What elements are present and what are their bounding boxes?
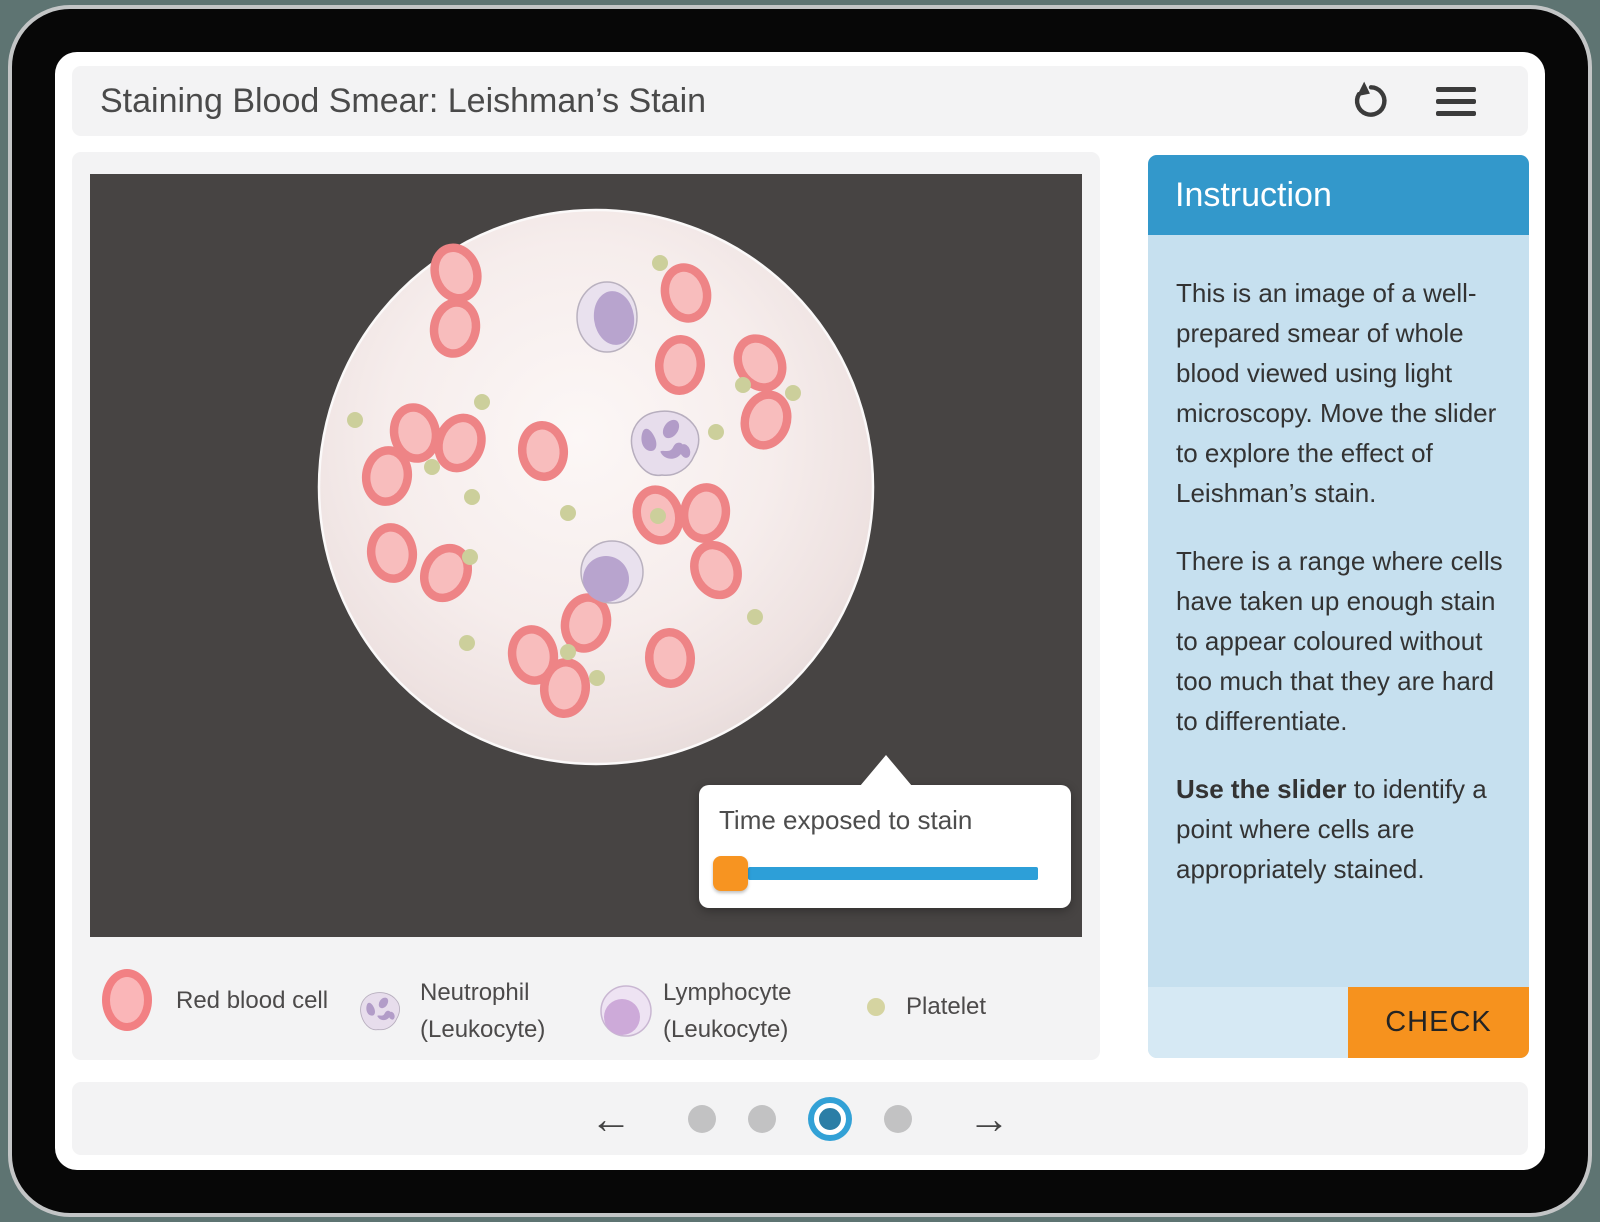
instruction-paragraph: There is a range where cells have taken … (1176, 546, 1503, 736)
instruction-footer: CHECK (1148, 987, 1529, 1058)
app-screen: Staining Blood Smear: Leishman’s Stain (55, 52, 1545, 1170)
lymphocyte (580, 540, 644, 604)
legend-item-lymphocyte: Lymphocyte (Leukocyte) (599, 974, 792, 1048)
microscope-dark-field (90, 174, 1082, 937)
instruction-header: Instruction (1148, 155, 1529, 235)
instruction-body: This is an image of a well-prepared smea… (1148, 235, 1529, 987)
legend-item-neutrophil: Neutrophil (Leukocyte) (354, 974, 545, 1048)
legend-label: Neutrophil (Leukocyte) (420, 979, 546, 1043)
tooltip-pointer (860, 755, 912, 786)
pagination-bar: ← → (72, 1082, 1528, 1155)
microscope-panel: Time exposed to stain Red blood cell Neu… (72, 152, 1100, 1060)
lymphocyte-icon (600, 985, 652, 1037)
legend-item-platelet: Platelet (866, 988, 986, 1025)
red-blood-cell-icon (102, 969, 152, 1031)
instruction-paragraph: This is an image of a well-prepared smea… (1176, 278, 1497, 508)
neutrophil-icon (360, 992, 400, 1031)
slider-thumb[interactable] (713, 856, 748, 891)
check-button[interactable]: CHECK (1348, 987, 1529, 1058)
hamburger-menu-icon[interactable] (1436, 86, 1476, 116)
pagination-dot-4[interactable] (884, 1104, 912, 1133)
instruction-title: Instruction (1175, 176, 1332, 214)
instruction-panel: Instruction This is an image of a well-p… (1148, 155, 1529, 1058)
prev-arrow[interactable]: ← (566, 1082, 656, 1155)
page-title: Staining Blood Smear: Leishman’s Stain (100, 82, 707, 120)
legend-label: Red blood cell (176, 986, 329, 1014)
pagination-dot-3-active[interactable] (814, 1102, 846, 1135)
app-header: Staining Blood Smear: Leishman’s Stain (72, 66, 1528, 136)
legend-label: Platelet (906, 993, 987, 1020)
next-arrow[interactable]: → (944, 1082, 1034, 1155)
slider-tooltip: Time exposed to stain (699, 755, 1071, 908)
microscope-view (317, 208, 875, 766)
lymphocyte (576, 281, 638, 353)
pagination-dot-2[interactable] (748, 1104, 776, 1133)
legend-label: Lymphocyte (Leukocyte) (663, 979, 792, 1043)
legend-item-rbc: Red blood cell (100, 967, 328, 1033)
pagination-dot-1[interactable] (688, 1104, 716, 1133)
slider-label: Time exposed to stain (719, 805, 973, 835)
slider-track[interactable] (748, 867, 1038, 880)
reset-icon[interactable] (1350, 80, 1392, 122)
instruction-paragraph: Use the slider to identify a point where… (1176, 774, 1487, 884)
platelet-icon (867, 997, 885, 1016)
